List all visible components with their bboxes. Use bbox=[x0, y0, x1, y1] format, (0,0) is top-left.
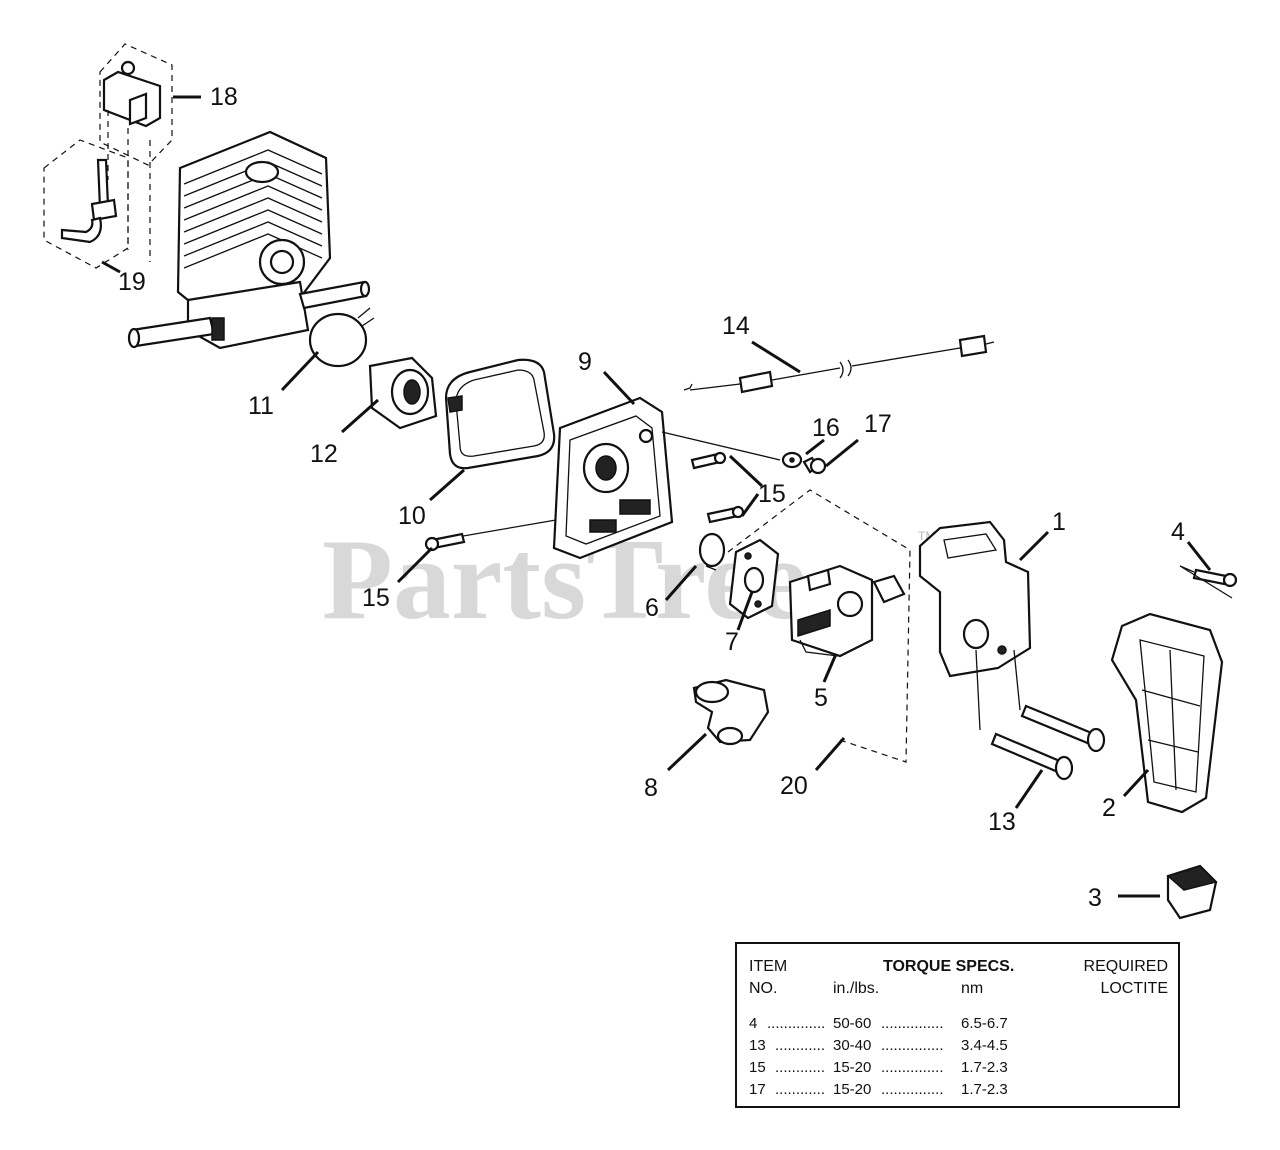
callout-20: 20 bbox=[780, 772, 808, 800]
table-row: 15 ............ 15-20 ............... 1.… bbox=[749, 1059, 1008, 1076]
part-6-clip[interactable] bbox=[698, 532, 726, 571]
callout-7: 7 bbox=[725, 628, 739, 656]
part-12-intake-boot[interactable] bbox=[368, 356, 438, 430]
callout-10: 10 bbox=[398, 502, 426, 530]
callout-15a: 15 bbox=[758, 480, 786, 508]
callout-5: 5 bbox=[814, 684, 828, 712]
part-15-screws[interactable] bbox=[424, 451, 745, 552]
part-11-o-ring[interactable] bbox=[308, 307, 375, 368]
callout-14: 14 bbox=[722, 312, 750, 340]
part-17-screw[interactable] bbox=[802, 456, 827, 475]
part-5-carburetor[interactable] bbox=[788, 564, 906, 658]
part-8-elbow-fitting[interactable] bbox=[692, 678, 770, 746]
callout-numbers: 1 2 3 4 5 6 7 8 9 10 11 12 13 14 15 15 1… bbox=[118, 83, 1185, 912]
header-required: REQUIRED bbox=[1083, 958, 1168, 975]
callout-16: 16 bbox=[812, 414, 840, 442]
part-9-carburetor-adapter-plate[interactable] bbox=[552, 396, 674, 560]
callout-15b: 15 bbox=[362, 584, 390, 612]
table-row: 17 ............ 15-20 ............... 1.… bbox=[749, 1081, 1008, 1098]
callout-3: 3 bbox=[1088, 884, 1102, 912]
header-loctite: LOCTITE bbox=[1100, 980, 1168, 997]
callout-11: 11 bbox=[248, 392, 274, 420]
callout-9: 9 bbox=[578, 348, 592, 376]
callout-19: 19 bbox=[118, 268, 146, 296]
leader-lines bbox=[101, 95, 1212, 898]
callout-4: 4 bbox=[1171, 518, 1185, 546]
callout-18: 18 bbox=[210, 83, 238, 111]
torque-specs-table: ITEM NO. TORQUE SPECS. in./lbs. nm REQUI… bbox=[735, 942, 1180, 1108]
callout-13: 13 bbox=[988, 808, 1016, 836]
part-1-air-filter-base[interactable] bbox=[918, 520, 1032, 731]
callout-17: 17 bbox=[864, 410, 892, 438]
part-2-air-filter-cover[interactable] bbox=[1110, 612, 1224, 814]
table-row: 13 ............ 30-40 ............... 3.… bbox=[749, 1037, 1008, 1054]
part-18-spark-plug-boot[interactable] bbox=[99, 43, 173, 166]
part-4-screw[interactable] bbox=[1179, 565, 1238, 599]
part-3-cap[interactable] bbox=[1166, 864, 1218, 920]
callout-1: 1 bbox=[1052, 508, 1066, 536]
part-10-gasket[interactable] bbox=[444, 358, 556, 470]
header-item: ITEM bbox=[749, 958, 788, 975]
header-torque-specs: TORQUE SPECS. bbox=[883, 958, 1015, 975]
callout-6: 6 bbox=[645, 594, 659, 622]
table-row: 4 .............. 50-60 ............... 6… bbox=[749, 1015, 1008, 1032]
part-20-kit-outline bbox=[727, 489, 911, 763]
part-16-washer[interactable] bbox=[781, 451, 803, 469]
part-14-throttle-cable[interactable] bbox=[683, 334, 995, 394]
part-13-bolts[interactable] bbox=[990, 704, 1106, 781]
header-unit-nm: nm bbox=[961, 980, 984, 997]
callout-8: 8 bbox=[644, 774, 658, 802]
part-7-carb-gasket[interactable] bbox=[728, 538, 780, 620]
callout-12: 12 bbox=[310, 440, 338, 468]
header-unit-inlbs: in./lbs. bbox=[833, 980, 880, 997]
header-no: NO. bbox=[749, 980, 778, 997]
part-19-fuel-line[interactable] bbox=[43, 139, 129, 269]
cylinder-crankcase-assembly[interactable] bbox=[127, 130, 371, 350]
callout-2: 2 bbox=[1102, 794, 1116, 822]
